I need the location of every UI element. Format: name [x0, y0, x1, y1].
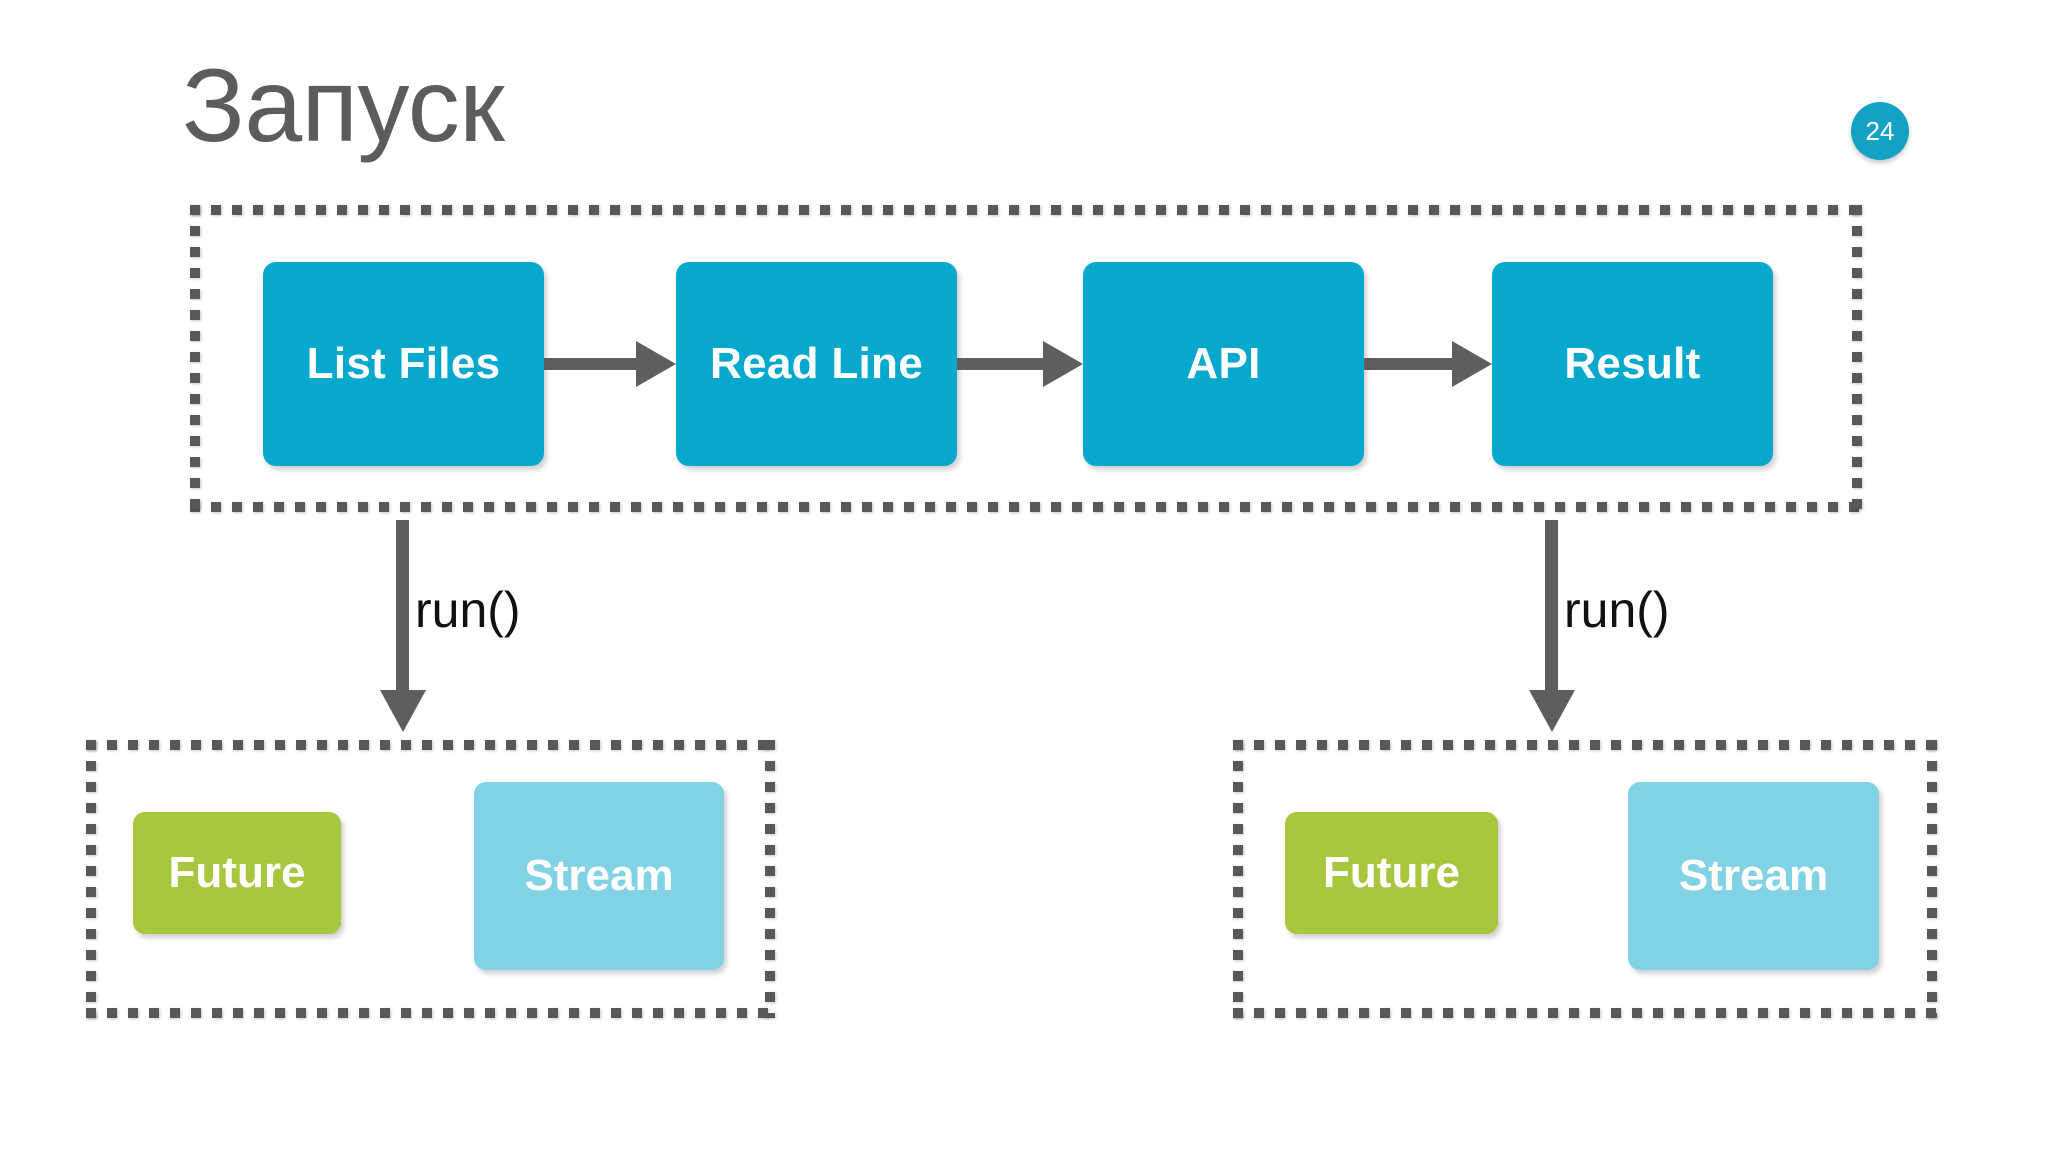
dashed-border-right: [1927, 740, 1937, 1018]
stream-chip-right[interactable]: Stream: [1628, 782, 1879, 970]
page-number-label: 24: [1865, 116, 1895, 146]
dashed-border-top: [1233, 740, 1937, 750]
result-dashed-container-left: [86, 740, 775, 1018]
pipeline-stage-label: API: [1186, 339, 1261, 388]
chip-label: Stream: [524, 851, 674, 900]
pipeline-stage-api[interactable]: API: [1083, 262, 1364, 466]
arrow-right-icon: [544, 341, 676, 387]
dashed-border-top: [190, 205, 1862, 215]
arrow-shaft: [544, 358, 639, 370]
pipeline-dashed-container: [190, 205, 1862, 512]
arrow-head: [1043, 341, 1083, 387]
arrow-right-icon: [957, 341, 1083, 387]
chip-label: Future: [1323, 848, 1460, 897]
dashed-border-right: [765, 740, 775, 1018]
run-call-label-right: run(): [1564, 582, 1670, 638]
dashed-border-left: [190, 205, 200, 512]
dashed-border-right: [1852, 205, 1862, 512]
pipeline-stage-label: List Files: [306, 339, 501, 388]
dashed-border-bottom: [190, 502, 1862, 512]
result-dashed-container-right: [1233, 740, 1937, 1018]
run-call-label-left: run(): [415, 582, 521, 638]
dashed-border-bottom: [1233, 1008, 1937, 1018]
future-chip-right[interactable]: Future: [1285, 812, 1498, 934]
future-chip-left[interactable]: Future: [133, 812, 341, 934]
pipeline-stage-read-line[interactable]: Read Line: [676, 262, 957, 466]
chip-label: Future: [168, 848, 306, 897]
pipeline-stage-list-files[interactable]: List Files: [263, 262, 544, 466]
dashed-border-left: [86, 740, 96, 1018]
stream-chip-left[interactable]: Stream: [474, 782, 724, 970]
chip-label: Stream: [1678, 851, 1829, 900]
arrow-head: [636, 341, 676, 387]
dashed-border-left: [1233, 740, 1243, 1018]
page-title: Запуск: [182, 48, 505, 164]
page-number-badge: 24: [1851, 102, 1909, 160]
pipeline-stage-label: Read Line: [710, 339, 923, 388]
pipeline-stage-result[interactable]: Result: [1492, 262, 1773, 466]
arrow-down-icon: [380, 520, 426, 732]
arrow-shaft: [957, 358, 1046, 370]
pipeline-stage-label: Result: [1564, 339, 1701, 388]
arrow-head: [380, 690, 426, 732]
arrow-shaft: [396, 520, 409, 692]
arrow-shaft: [1545, 520, 1558, 692]
arrow-head: [1452, 341, 1492, 387]
arrow-down-icon: [1529, 520, 1575, 732]
arrow-shaft: [1364, 358, 1455, 370]
arrow-head: [1529, 690, 1575, 732]
dashed-border-top: [86, 740, 775, 750]
arrow-right-icon: [1364, 341, 1492, 387]
dashed-border-bottom: [86, 1008, 775, 1018]
